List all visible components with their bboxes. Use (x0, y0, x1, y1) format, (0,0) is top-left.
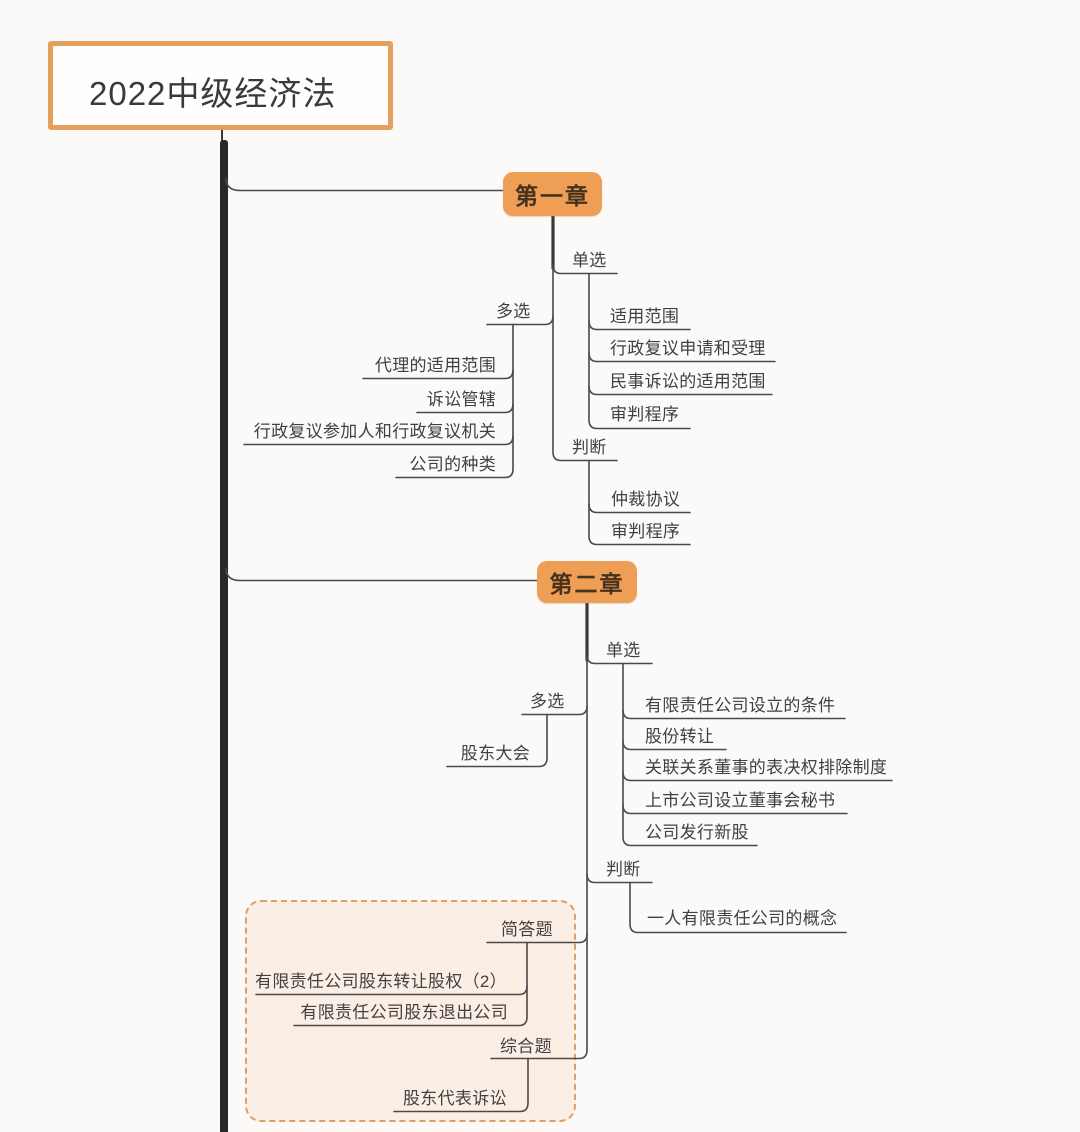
topic-item[interactable]: 有限责任公司股东退出公司 (300, 1003, 508, 1022)
topic-item[interactable]: 代理的适用范围 (374, 356, 496, 375)
exam-questions-panel (245, 900, 576, 1122)
topic-item[interactable]: 一人有限责任公司的概念 (647, 909, 838, 928)
topic-item[interactable]: 上市公司设立董事会秘书 (645, 791, 836, 810)
branch-short-answer[interactable]: 简答题 (501, 920, 553, 939)
branch-single-choice[interactable]: 单选 (572, 251, 607, 270)
chapter2-lines (225, 567, 893, 1113)
topic-item[interactable]: 有限责任公司股东转让股权（2） (255, 972, 507, 991)
topic-item[interactable]: 仲裁协议 (611, 490, 681, 509)
topic-item[interactable]: 审判程序 (610, 405, 680, 424)
branch-multi-choice[interactable]: 多选 (530, 692, 565, 711)
topic-item[interactable]: 公司的种类 (409, 455, 496, 474)
branch-judgment[interactable]: 判断 (572, 438, 607, 457)
topic-item[interactable]: 适用范围 (610, 307, 680, 326)
branch-single-choice[interactable]: 单选 (606, 641, 641, 660)
topic-item[interactable]: 审判程序 (611, 522, 681, 541)
topic-item[interactable]: 诉讼管辖 (426, 390, 496, 409)
topic-item[interactable]: 股份转让 (645, 727, 715, 746)
topic-item[interactable]: 有限责任公司设立的条件 (645, 696, 836, 715)
main-trunk-line (220, 140, 228, 1132)
topic-item[interactable]: 行政复议申请和受理 (610, 339, 766, 358)
branch-judgment[interactable]: 判断 (606, 860, 641, 879)
topic-item[interactable]: 股东大会 (460, 744, 530, 763)
chapter1-lines (225, 177, 776, 546)
branch-comprehensive[interactable]: 综合题 (500, 1037, 552, 1056)
root-stem-line (221, 130, 223, 142)
chapter-2-topic[interactable]: 第二章 (537, 561, 637, 603)
topic-item[interactable]: 公司发行新股 (645, 823, 749, 842)
root-topic[interactable]: 2022中级经济法 (48, 41, 393, 130)
branch-multi-choice[interactable]: 多选 (496, 302, 531, 321)
topic-item[interactable]: 关联关系董事的表决权排除制度 (645, 758, 888, 777)
topic-item[interactable]: 民事诉讼的适用范围 (610, 372, 766, 391)
topic-item[interactable]: 股东代表诉讼 (403, 1089, 507, 1108)
root-topic-label: 2022中级经济法 (89, 74, 337, 112)
topic-item[interactable]: 行政复议参加人和行政复议机关 (253, 422, 496, 441)
chapter-1-topic[interactable]: 第一章 (503, 172, 602, 216)
